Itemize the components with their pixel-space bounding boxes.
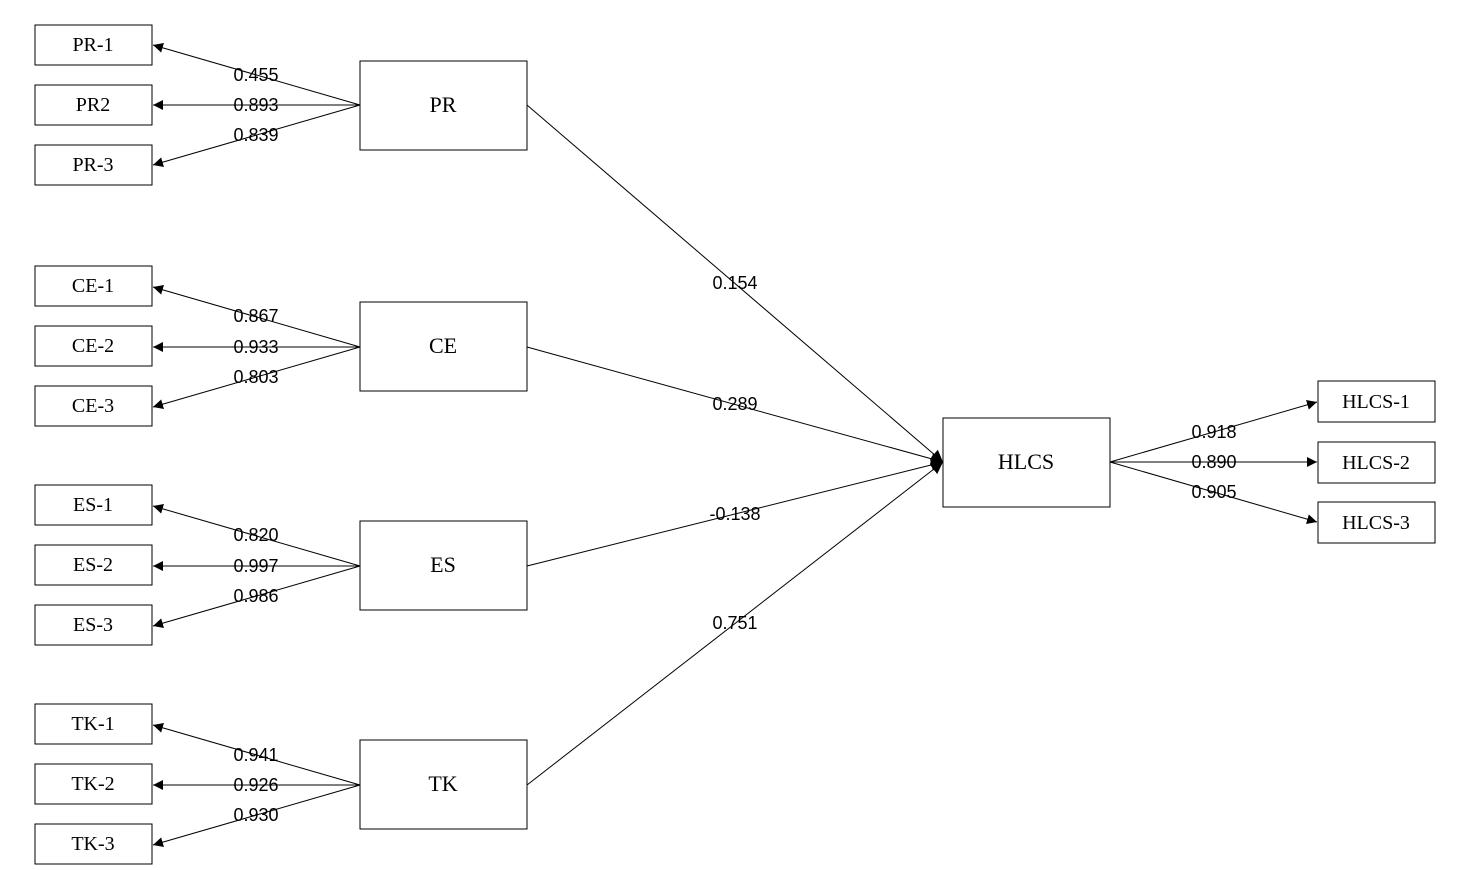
latent-label-tk: TK: [428, 771, 457, 796]
latent-label-ce: CE: [429, 333, 457, 358]
indicator-label-hlcs-2: HLCS-2: [1342, 452, 1410, 474]
indicator-label-tk-2: TK-2: [71, 773, 114, 795]
loading-value-es-1: 0.820: [233, 525, 278, 545]
loading-line-pr-3: [152, 104, 361, 168]
indicator-box-ce-3: [34, 385, 153, 427]
indicator-box-tk-3: [34, 823, 153, 865]
loading-value-ce-3: 0.803: [233, 367, 278, 387]
indicator-box-ce-1: [34, 265, 153, 307]
indicator-box-es-2: [34, 544, 153, 586]
path-line-es-hlcs: [526, 459, 944, 567]
latent-box-pr: [359, 60, 528, 151]
path-coef-ce-hlcs: 0.289: [712, 394, 757, 414]
loading-value-pr2: 0.893: [233, 95, 278, 115]
latent-label-es: ES: [430, 552, 456, 577]
indicator-box-tk-2: [34, 763, 153, 805]
indicator-label-hlcs-3: HLCS-3: [1342, 512, 1410, 534]
path-coef-es-hlcs: -0.138: [709, 504, 760, 524]
loading-value-pr-1: 0.455: [233, 65, 278, 85]
indicator-label-es-3: ES-3: [73, 614, 113, 636]
indicator-box-es-1: [34, 484, 153, 526]
path-line-ce-hlcs: [526, 346, 944, 465]
loading-value-hlcs-1: 0.918: [1191, 422, 1236, 442]
loading-line-es-1: [152, 503, 361, 567]
loading-value-tk-3: 0.930: [233, 805, 278, 825]
latent-box-ce: [359, 301, 528, 392]
path-coef-pr-hlcs: 0.154: [712, 273, 757, 293]
indicator-box-pr2: [34, 84, 153, 126]
path-coef-tk-hlcs: 0.751: [712, 613, 757, 633]
indicator-label-pr2: PR2: [76, 94, 110, 116]
indicator-label-es-2: ES-2: [73, 554, 113, 576]
indicator-label-hlcs-1: HLCS-1: [1342, 391, 1410, 413]
loading-line-tk-1: [152, 722, 361, 786]
latent-box-tk: [359, 739, 528, 830]
loading-line-es-3: [152, 565, 361, 629]
indicator-box-pr-1: [34, 24, 153, 66]
indicator-box-es-3: [34, 604, 153, 646]
loading-value-hlcs-3: 0.905: [1191, 482, 1236, 502]
loading-value-tk-2: 0.926: [233, 775, 278, 795]
loading-value-es-2: 0.997: [233, 556, 278, 576]
indicator-label-tk-3: TK-3: [71, 833, 114, 855]
loading-value-pr-3: 0.839: [233, 125, 278, 145]
loading-line-pr-1: [152, 42, 361, 106]
loading-value-es-3: 0.986: [233, 586, 278, 606]
loading-line-hlcs-1: [1109, 399, 1318, 463]
indicator-box-pr-3: [34, 144, 153, 186]
loading-value-hlcs-2: 0.890: [1191, 452, 1236, 472]
indicator-label-tk-1: TK-1: [71, 713, 114, 735]
indicator-box-hlcs-1: [1317, 380, 1436, 423]
indicator-box-hlcs-3: [1317, 501, 1436, 544]
loading-line-ce-1: [152, 284, 361, 348]
latent-label-hlcs: HLCS: [998, 449, 1054, 474]
indicator-box-hlcs-2: [1317, 441, 1436, 484]
indicator-label-pr-1: PR-1: [72, 34, 113, 56]
indicator-label-pr-3: PR-3: [72, 154, 113, 176]
loading-line-tk-3: [152, 784, 361, 848]
loading-value-ce-1: 0.867: [233, 306, 278, 326]
loading-line-ce-3: [152, 346, 361, 410]
path-line-tk-hlcs: [526, 461, 944, 786]
indicator-box-tk-1: [34, 703, 153, 745]
indicator-label-ce-2: CE-2: [72, 335, 114, 357]
latent-label-pr: PR: [430, 92, 457, 117]
loading-value-ce-2: 0.933: [233, 337, 278, 357]
indicator-box-ce-2: [34, 325, 153, 367]
loading-line-hlcs-3: [1109, 461, 1318, 525]
loading-value-tk-1: 0.941: [233, 745, 278, 765]
indicator-label-es-1: ES-1: [73, 494, 113, 516]
indicator-label-ce-1: CE-1: [72, 275, 114, 297]
latent-box-hlcs: [942, 417, 1111, 508]
path-line-pr-hlcs: [526, 104, 944, 463]
indicator-label-ce-3: CE-3: [72, 395, 114, 417]
